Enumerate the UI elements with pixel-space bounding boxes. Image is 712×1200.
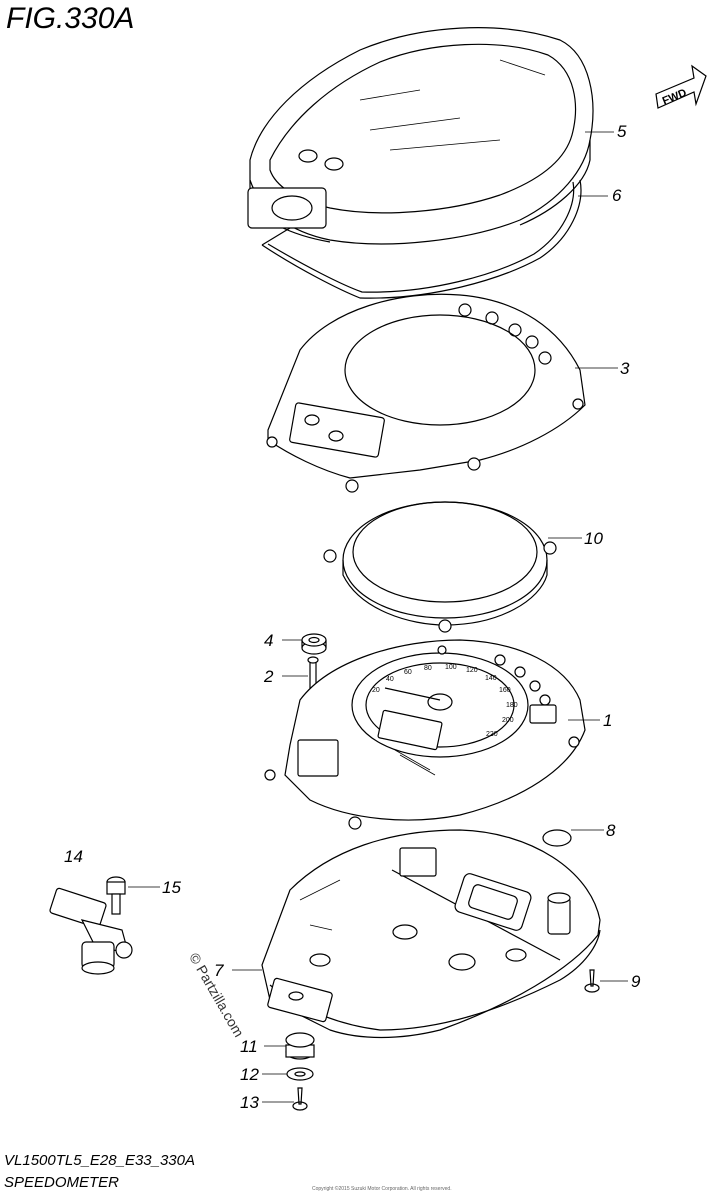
part-1-meter-unit (264, 639, 586, 830)
part-9-screw (584, 969, 600, 993)
callout-numbers: 5 6 3 10 4 2 1 8 14 15 7 9 11 12 13 (64, 122, 641, 1112)
part-5-upper-cover (247, 27, 594, 245)
callout-1: 1 (603, 711, 612, 730)
callout-13: 13 (240, 1093, 259, 1112)
figure-name: SPEEDOMETER (4, 1174, 120, 1191)
callout-4: 4 (264, 631, 273, 650)
callout-2: 2 (263, 667, 274, 686)
dial-tick-label: 140 (485, 675, 497, 682)
dial-tick-label: 100 (445, 664, 457, 671)
callout-9: 9 (631, 972, 641, 991)
dial-tick-label: 200 (502, 717, 514, 724)
speedometer-dial-scale: 20 40 60 80 100 120 140 160 180 200 220 (372, 664, 518, 738)
dial-tick-label: 120 (466, 667, 478, 674)
fwd-direction-badge: FWD (655, 64, 707, 109)
dial-tick-label: 220 (486, 731, 498, 738)
callout-12: 12 (240, 1065, 259, 1084)
part-10-ring (323, 501, 557, 633)
callout-7: 7 (214, 961, 224, 980)
part-8-cap (542, 829, 572, 847)
copyright-fine-print: Copyright ©2015 Suzuki Motor Corporation… (312, 1186, 452, 1192)
model-code: VL1500TL5_E28_E33_330A (4, 1152, 196, 1169)
dial-tick-label: 40 (386, 676, 394, 683)
dial-tick-label: 160 (499, 687, 511, 694)
dial-tick-label: 20 (372, 687, 380, 694)
part-11-damper (285, 1032, 315, 1060)
callout-8: 8 (606, 821, 616, 840)
part-14-speed-sensor (49, 887, 133, 975)
part-12-washer (286, 1067, 314, 1081)
callout-3: 3 (620, 359, 630, 378)
dial-tick-label: 60 (404, 669, 412, 676)
figure-title: FIG.330A (6, 2, 135, 35)
part-13-screw (292, 1087, 308, 1111)
callout-6: 6 (612, 186, 622, 205)
part-15-bolt (106, 876, 126, 915)
part-4-grommet (301, 633, 327, 655)
part-6-gasket (261, 179, 582, 299)
callout-15: 15 (162, 878, 181, 897)
callout-14: 14 (64, 847, 83, 866)
callout-11: 11 (240, 1037, 258, 1056)
leader-lines (128, 131, 628, 1103)
part-7-lower-case (261, 829, 601, 1039)
callout-10: 10 (584, 529, 603, 548)
callout-5: 5 (617, 122, 627, 141)
part-3-bezel (266, 293, 586, 493)
dial-tick-label: 180 (506, 702, 518, 709)
dial-tick-label: 80 (424, 665, 432, 672)
